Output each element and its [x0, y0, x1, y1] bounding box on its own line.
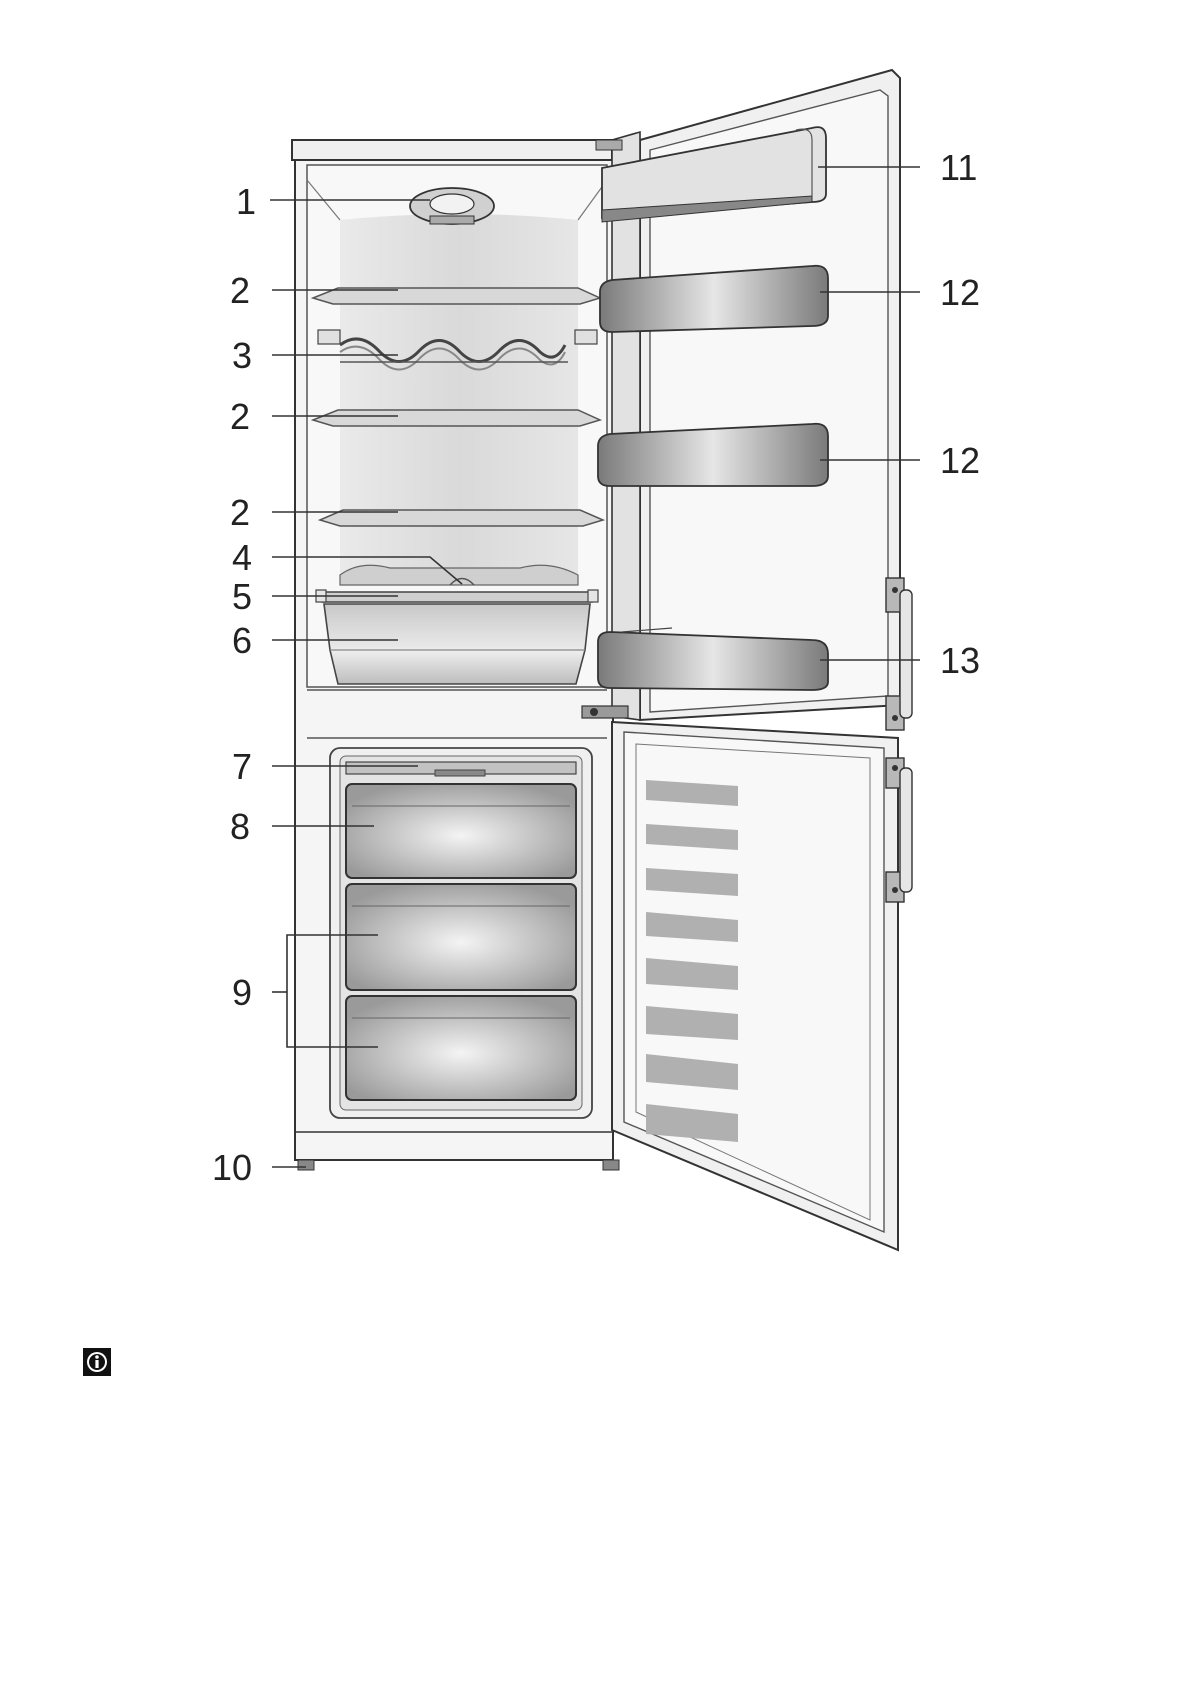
freezer-door	[612, 722, 898, 1250]
callout-9: 9	[232, 972, 252, 1013]
callout-4: 4	[232, 537, 252, 578]
freezer-top-flap	[346, 762, 576, 776]
freezer-drawer-middle	[346, 884, 576, 990]
callout-12a: 12	[940, 272, 980, 313]
info-icon	[83, 1348, 111, 1376]
callout-2b: 2	[230, 396, 250, 437]
thermostat-light-housing	[410, 188, 494, 224]
callout-2a: 2	[230, 270, 250, 311]
door-bin-middle	[598, 424, 828, 486]
callout-5: 5	[232, 576, 252, 617]
freezer-drawer-lower	[346, 996, 576, 1100]
glass-shelf-middle	[313, 410, 600, 426]
freezer-drawer-upper	[346, 784, 576, 878]
callout-13: 13	[940, 640, 980, 681]
crisper-drawer	[324, 604, 590, 684]
middle-hinge	[582, 706, 628, 718]
callout-12b: 12	[940, 440, 980, 481]
callout-8: 8	[230, 806, 250, 847]
callout-3: 3	[232, 335, 252, 376]
callout-2c: 2	[230, 492, 250, 533]
callout-1: 1	[236, 181, 256, 222]
callout-7: 7	[232, 746, 252, 787]
callout-10: 10	[212, 1147, 252, 1188]
callout-11: 11	[940, 147, 977, 188]
callout-6: 6	[232, 620, 252, 661]
